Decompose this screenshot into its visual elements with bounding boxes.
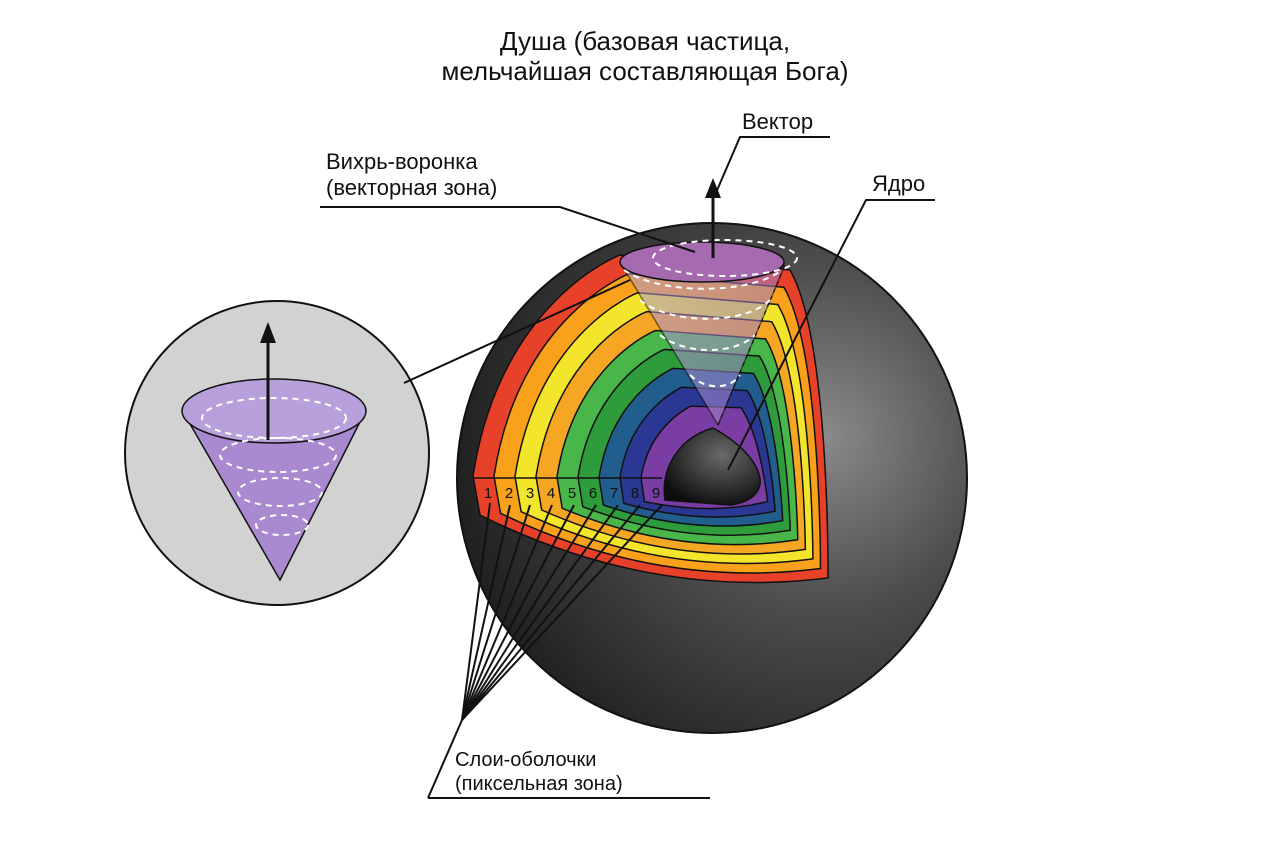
layer-number-3: 3 — [526, 485, 534, 502]
label-vortex-line-2: (векторная зона) — [326, 175, 498, 200]
leader-lines — [320, 136, 935, 799]
title-line-1: Душа (базовая частица, — [499, 26, 791, 56]
funnel-inset — [124, 300, 430, 606]
vector-arrow — [705, 178, 721, 258]
diagram-title: Душа (базовая частица, мельчайшая состав… — [0, 26, 1280, 86]
vortex-funnel — [619, 239, 798, 427]
title-line-2: мельчайшая составляющая Бога) — [441, 56, 849, 86]
core-shape — [663, 427, 761, 506]
layer-number-4: 4 — [547, 485, 555, 502]
label-layers-line-2: (пиксельная зона) — [455, 773, 623, 795]
label-vortex-line-1: Вихрь-воронка — [326, 149, 478, 174]
layer-number-2: 2 — [505, 485, 513, 502]
label-core: Ядро — [872, 171, 926, 196]
layer-number-5: 5 — [568, 485, 576, 502]
label-vector: Вектор — [742, 109, 814, 134]
layer-number-8: 8 — [631, 485, 639, 502]
label-layers-line-1: Слои-оболочки — [455, 749, 597, 771]
layer-number-1: 1 — [484, 485, 492, 502]
layer-number-6: 6 — [589, 485, 597, 502]
layer-number-7: 7 — [610, 485, 618, 502]
layer-number-9: 9 — [652, 485, 660, 502]
